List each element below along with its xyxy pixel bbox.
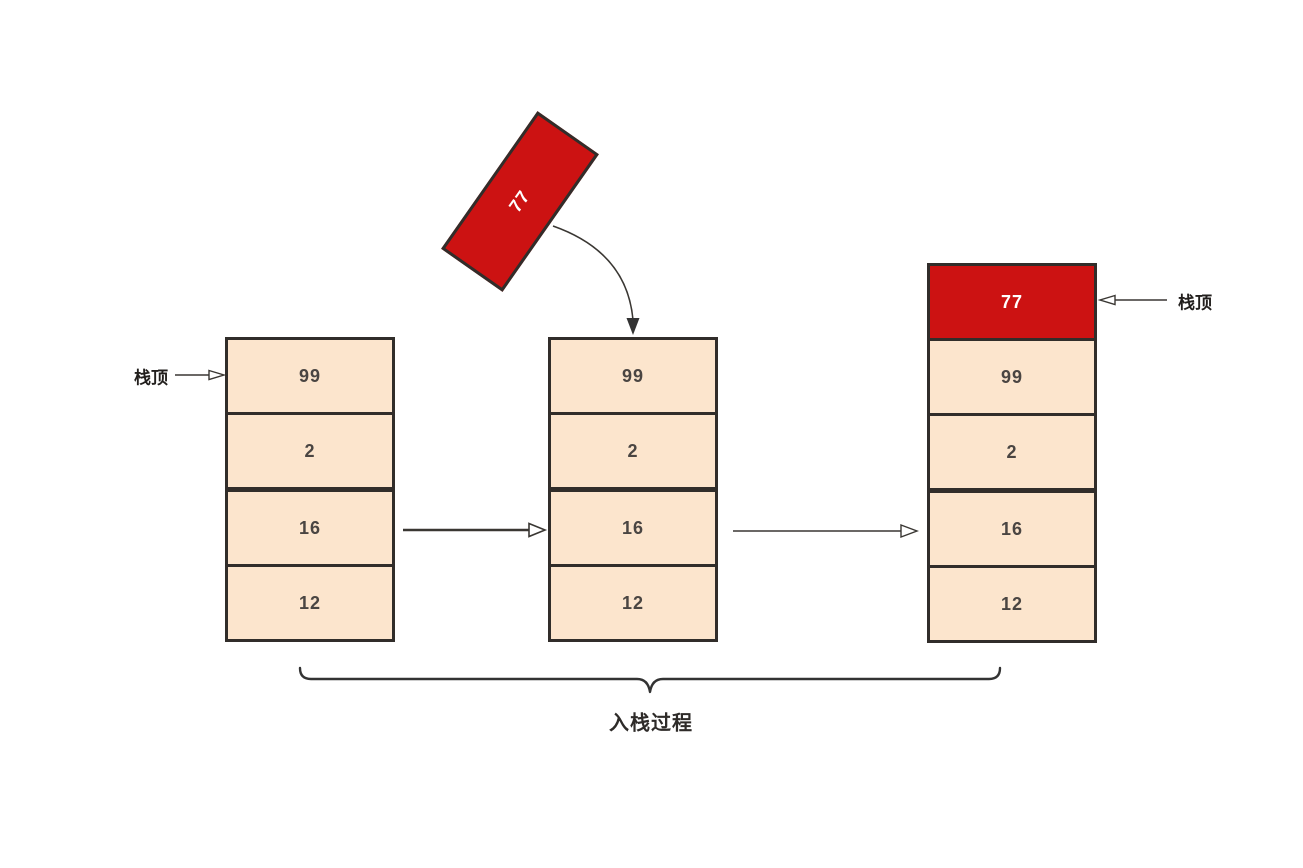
stack-top-left-arrow — [175, 369, 227, 381]
stack-during-push: 99 2 16 12 — [548, 337, 718, 642]
push-arrow-head — [626, 318, 640, 335]
stack-1-cell-16: 16 — [225, 489, 395, 567]
stack-top-label-right: 栈顶 — [1178, 293, 1212, 313]
stack-1-cell-99: 99 — [225, 337, 395, 415]
process-caption: 入栈过程 — [609, 712, 693, 735]
stack-top-right-arrow — [1097, 294, 1167, 306]
stack-top-right-arrow-head — [1097, 294, 1116, 306]
stack-3-cell-2: 2 — [927, 413, 1097, 491]
stack-3-cell-77: 77 — [927, 263, 1097, 341]
stack-2-cell-16: 16 — [548, 489, 718, 567]
process-brace — [298, 666, 1002, 694]
stack-top-left-arrow-head — [208, 369, 227, 381]
step-arrow-1 — [403, 522, 548, 538]
step-arrow-2-head — [900, 523, 919, 539]
stack-3-cell-12: 12 — [927, 565, 1097, 643]
incoming-element-value: 77 — [505, 186, 535, 216]
step-arrow-2 — [733, 523, 919, 539]
stack-2-cell-99: 99 — [548, 337, 718, 415]
stack-before-push: 99 2 16 12 — [225, 337, 395, 642]
stack-3-cell-16: 16 — [927, 490, 1097, 568]
stack-1-cell-12: 12 — [225, 564, 395, 642]
incoming-element-box: 77 — [441, 111, 599, 292]
stack-3-cell-99: 99 — [927, 338, 1097, 416]
stack-2-cell-2: 2 — [548, 412, 718, 490]
step-arrow-1-head — [528, 522, 548, 538]
push-arrow — [552, 225, 640, 335]
stack-2-cell-12: 12 — [548, 564, 718, 642]
stack-1-cell-2: 2 — [225, 412, 395, 490]
stack-after-push: 77 99 2 16 12 — [927, 263, 1097, 643]
stack-top-label-left: 栈顶 — [134, 368, 168, 388]
